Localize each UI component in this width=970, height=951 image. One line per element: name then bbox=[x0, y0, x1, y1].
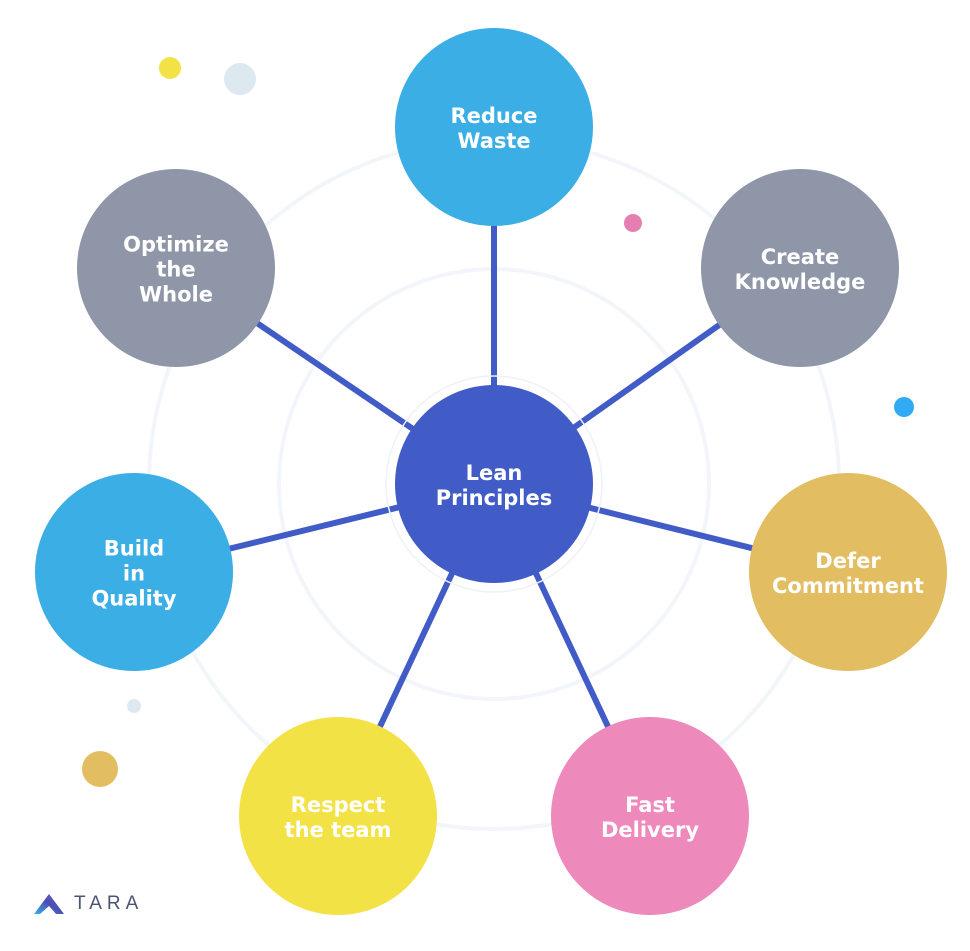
node-fast-delivery bbox=[551, 717, 749, 915]
tara-logo-text: TARA bbox=[74, 893, 144, 914]
node-label-line: Waste bbox=[457, 129, 531, 153]
tara-logo-icon bbox=[34, 894, 64, 914]
node-build-in-quality bbox=[35, 473, 233, 671]
tara-logo: TARA bbox=[34, 893, 143, 915]
node-label-line: Delivery bbox=[600, 818, 700, 842]
node-label-line: Commitment bbox=[772, 574, 924, 598]
node-label-line: the bbox=[156, 257, 196, 282]
node-label-line: Quality bbox=[91, 586, 177, 611]
node-label-line: Knowledge bbox=[734, 270, 866, 294]
node-reduce-waste bbox=[395, 28, 593, 226]
node-label-line: Reduce bbox=[450, 104, 538, 128]
decor-dot bbox=[624, 214, 642, 232]
node-label-line: Respect bbox=[290, 793, 386, 817]
center-halo bbox=[385, 375, 603, 593]
node-respect-the-team bbox=[239, 717, 437, 915]
node-label-line: Whole bbox=[139, 282, 213, 307]
decor-dot bbox=[894, 397, 914, 417]
node-label-line: Optimize bbox=[123, 232, 229, 257]
node-label-line: Defer bbox=[815, 549, 881, 573]
center-label-line: Lean bbox=[465, 461, 523, 485]
decor-dot bbox=[82, 751, 118, 787]
node-label-line: Fast bbox=[625, 793, 675, 817]
node-label-line: Build bbox=[103, 536, 165, 561]
center-label-line: Principles bbox=[435, 486, 553, 510]
center-node bbox=[395, 385, 593, 583]
node-label-line: in bbox=[122, 561, 146, 586]
node-optimize-the-whole bbox=[77, 169, 275, 367]
decor-dot bbox=[224, 63, 256, 95]
node-label-line: Create bbox=[760, 245, 840, 269]
node-defer-commitment bbox=[749, 473, 947, 671]
node-create-knowledge bbox=[701, 169, 899, 367]
decor-dot bbox=[127, 699, 141, 713]
center-label: Lean Principles bbox=[399, 461, 589, 511]
decor-dot bbox=[159, 57, 181, 79]
node-label-line: the team bbox=[284, 818, 392, 842]
